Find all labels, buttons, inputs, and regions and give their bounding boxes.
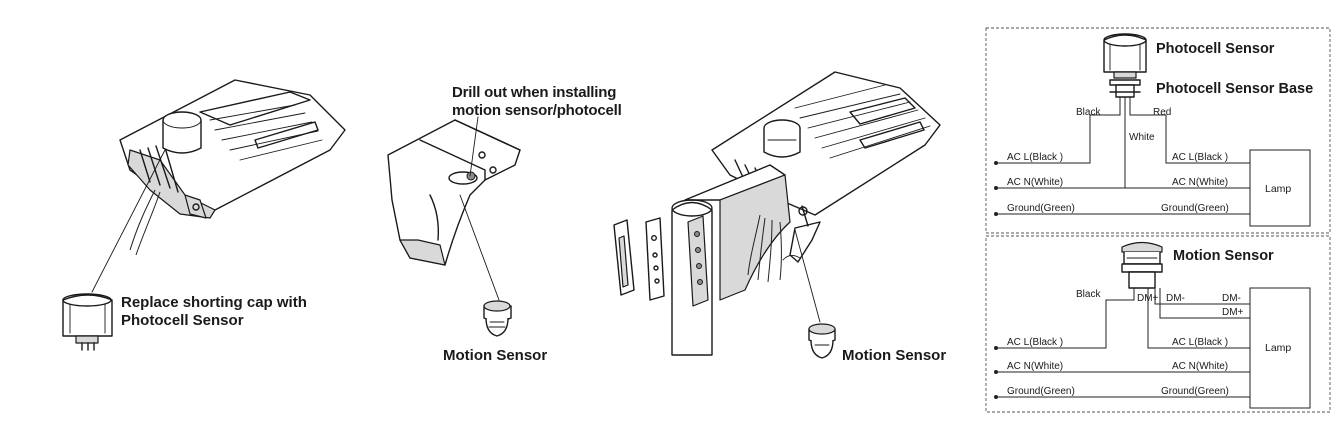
left-ac-l-label: AC L(Black ) [1007,152,1064,163]
photocell-callout-line2: Photocell Sensor [121,312,244,329]
photocell-callout: Replace shorting cap with Photocell Sens… [121,294,307,330]
drill-out-callout-line1: Drill out when installing [452,84,617,101]
motion-sensor-icon [808,323,836,359]
dm-minus-right-label: DM- [1222,293,1241,304]
left-ground-label: Ground(Green) [1007,386,1075,397]
right-ground-label: Ground(Green) [1161,203,1229,214]
motion-sensor-label-2: Motion Sensor [842,347,947,364]
photocell-base-icon [1109,79,1141,98]
motion-wiring-lines [994,241,1311,409]
photocell-sensor-icon [1103,33,1147,79]
wire-black-label: Black [1076,107,1101,118]
right-ac-n-label: AC N(White) [1172,177,1229,188]
drill-out-callout-line2: motion sensor/photocell [452,102,622,119]
right-ac-l-label: AC L(Black ) [1172,337,1229,348]
wire-red-label: Red [1153,107,1172,118]
left-ground-label: Ground(Green) [1007,203,1075,214]
left-ac-l-label: AC L(Black ) [1007,337,1064,348]
drill-out-callout: Drill out when installing motion sensor/… [452,84,622,120]
lamp-label: Lamp [1265,183,1292,195]
photocell-base-title: Photocell Sensor Base [1156,81,1314,97]
dm-plus-left-label: DM+ [1137,293,1159,304]
right-ac-l-label: AC L(Black ) [1172,152,1229,163]
fixture-illustration-1 [62,79,346,351]
fixture-illustration-2 [613,71,941,359]
photocell-callout-line1: Replace shorting cap with [121,294,307,311]
lamp-box [1249,287,1311,409]
dm-minus-left-label: DM- [1166,293,1185,304]
motion-wiring-box [985,235,1331,413]
left-ac-n-label: AC N(White) [1007,361,1064,372]
wire-white-label: White [1129,132,1155,143]
right-ground-label: Ground(Green) [1161,386,1229,397]
motion-sensor-icon [483,300,512,337]
right-ac-n-label: AC N(White) [1172,361,1229,372]
dm-plus-right-label: DM+ [1222,307,1244,318]
photocell-sensor-icon [62,293,113,351]
photocell-wiring-box [985,27,1331,234]
wire-black-label: Black [1076,289,1101,300]
photocell-sensor-title: Photocell Sensor [1156,41,1275,57]
lamp-box [1249,149,1311,227]
left-ac-n-label: AC N(White) [1007,177,1064,188]
motion-sensor-label-1: Motion Sensor [443,347,548,364]
motion-sensor-title: Motion Sensor [1173,248,1274,264]
lamp-label: Lamp [1265,342,1292,354]
photocell-wiring-lines [994,33,1311,227]
bracket-illustration [387,116,521,337]
motion-sensor-icon [1121,241,1163,289]
